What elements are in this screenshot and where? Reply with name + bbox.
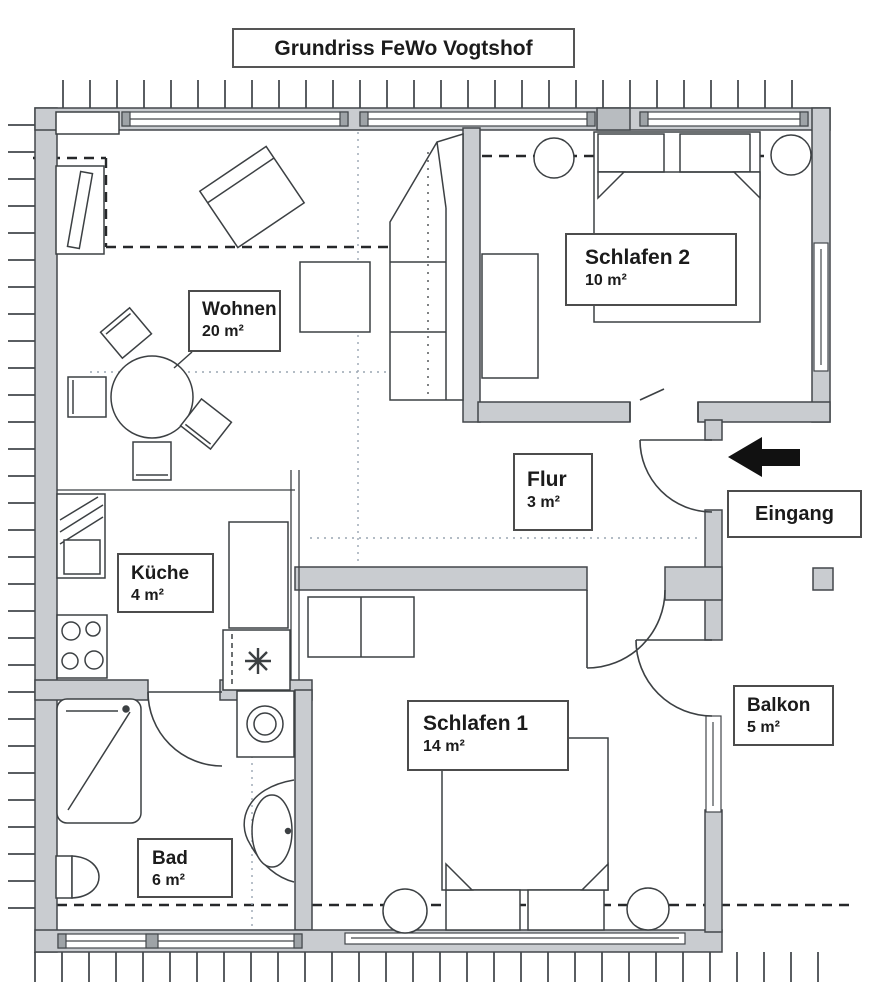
schlafen1-door [586, 589, 666, 669]
kueche-partition [57, 470, 300, 680]
armchair [198, 145, 306, 249]
sofa [389, 132, 464, 401]
room-name: Wohnen [202, 299, 277, 320]
wall-hatching-left [8, 124, 35, 934]
freezer-star-icon [245, 648, 271, 674]
room-name: Flur [527, 468, 567, 491]
room-label-flur: Flur 3 m² [513, 453, 593, 531]
entrance-arrow-icon [728, 437, 800, 477]
wall-corner-block [664, 566, 723, 601]
schlafen2-door [629, 388, 699, 422]
nightstand [770, 134, 812, 176]
desk [481, 253, 539, 379]
nightstand [533, 137, 575, 179]
wall-kueche-bottom-left [34, 679, 149, 701]
entrance-label: Eingang [727, 490, 862, 538]
room-area: 20 m² [202, 322, 244, 340]
window-balkon [705, 715, 722, 813]
kitchen-sink [56, 493, 106, 579]
label-pointer [173, 351, 193, 369]
plan-title: Grundriss FeWo Vogtshof [232, 28, 575, 68]
window-bad-bottom [57, 933, 303, 949]
room-area: 14 m² [423, 738, 465, 756]
room-area: 3 m² [527, 494, 560, 512]
wall-pillar-outside [812, 567, 834, 591]
room-name: Schlafen 1 [423, 712, 529, 735]
room-label-balkon: Balkon 5 m² [733, 685, 834, 746]
toilet [55, 855, 100, 899]
stove [56, 614, 108, 679]
side-table [299, 261, 371, 333]
room-area: 6 m² [152, 871, 185, 889]
window-wohnen-1 [121, 111, 349, 127]
room-area: 10 m² [585, 272, 627, 290]
room-name: Bad [152, 848, 188, 869]
room-label-wohnen: Wohnen 20 m² [188, 290, 281, 352]
balkon-door [635, 639, 713, 717]
window-schlafen1-bottom [344, 932, 686, 945]
freezer [222, 629, 291, 691]
nightstand [382, 888, 428, 934]
window-wohnen-2 [359, 111, 596, 127]
dining-chair [179, 397, 233, 451]
dining-table [110, 355, 194, 439]
entrance-door [639, 439, 713, 513]
wall-bad-right [294, 689, 313, 931]
room-name: Balkon [747, 695, 811, 716]
room-label-schlafen2: Schlafen 2 10 m² [565, 233, 737, 306]
shower [56, 698, 142, 824]
sideboard [55, 111, 120, 135]
room-name: Küche [131, 563, 190, 584]
dining-chair [67, 376, 107, 418]
wall-wohnen-schlafen2 [462, 127, 481, 423]
room-label-kueche: Küche 4 m² [117, 553, 214, 613]
wall-hatching-top [62, 80, 810, 108]
washbasin [243, 779, 295, 883]
room-area: 4 m² [131, 586, 164, 604]
kitchen-cabinet [228, 521, 289, 629]
room-name: Schlafen 2 [585, 246, 691, 269]
wall-schlafen2-bottom-right [697, 401, 831, 423]
wall-schlafen2-bottom-left [477, 401, 631, 423]
window-schlafen2-right [813, 242, 829, 372]
wardrobe [307, 596, 415, 658]
room-area: 5 m² [747, 718, 780, 736]
wall-flur-right-a [704, 419, 723, 441]
bed-schlafen2 [593, 131, 761, 323]
room-label-schlafen1: Schlafen 1 14 m² [407, 700, 569, 771]
dining-chair [132, 441, 172, 481]
doors [147, 388, 713, 767]
dining-chair [99, 306, 153, 360]
window-schlafen2-top [639, 111, 809, 127]
wall-window-pier [596, 107, 631, 131]
windows [57, 111, 829, 949]
washing-machine [236, 690, 295, 758]
room-label-bad: Bad 6 m² [137, 838, 233, 898]
wall-hatching-bottom [34, 952, 834, 982]
wall-right-lower [704, 809, 723, 933]
bad-door [147, 691, 223, 767]
nightstand [626, 887, 670, 931]
wall-schlafen1-top [294, 566, 588, 591]
wall-left [34, 107, 58, 953]
tv-cabinet [55, 165, 105, 255]
